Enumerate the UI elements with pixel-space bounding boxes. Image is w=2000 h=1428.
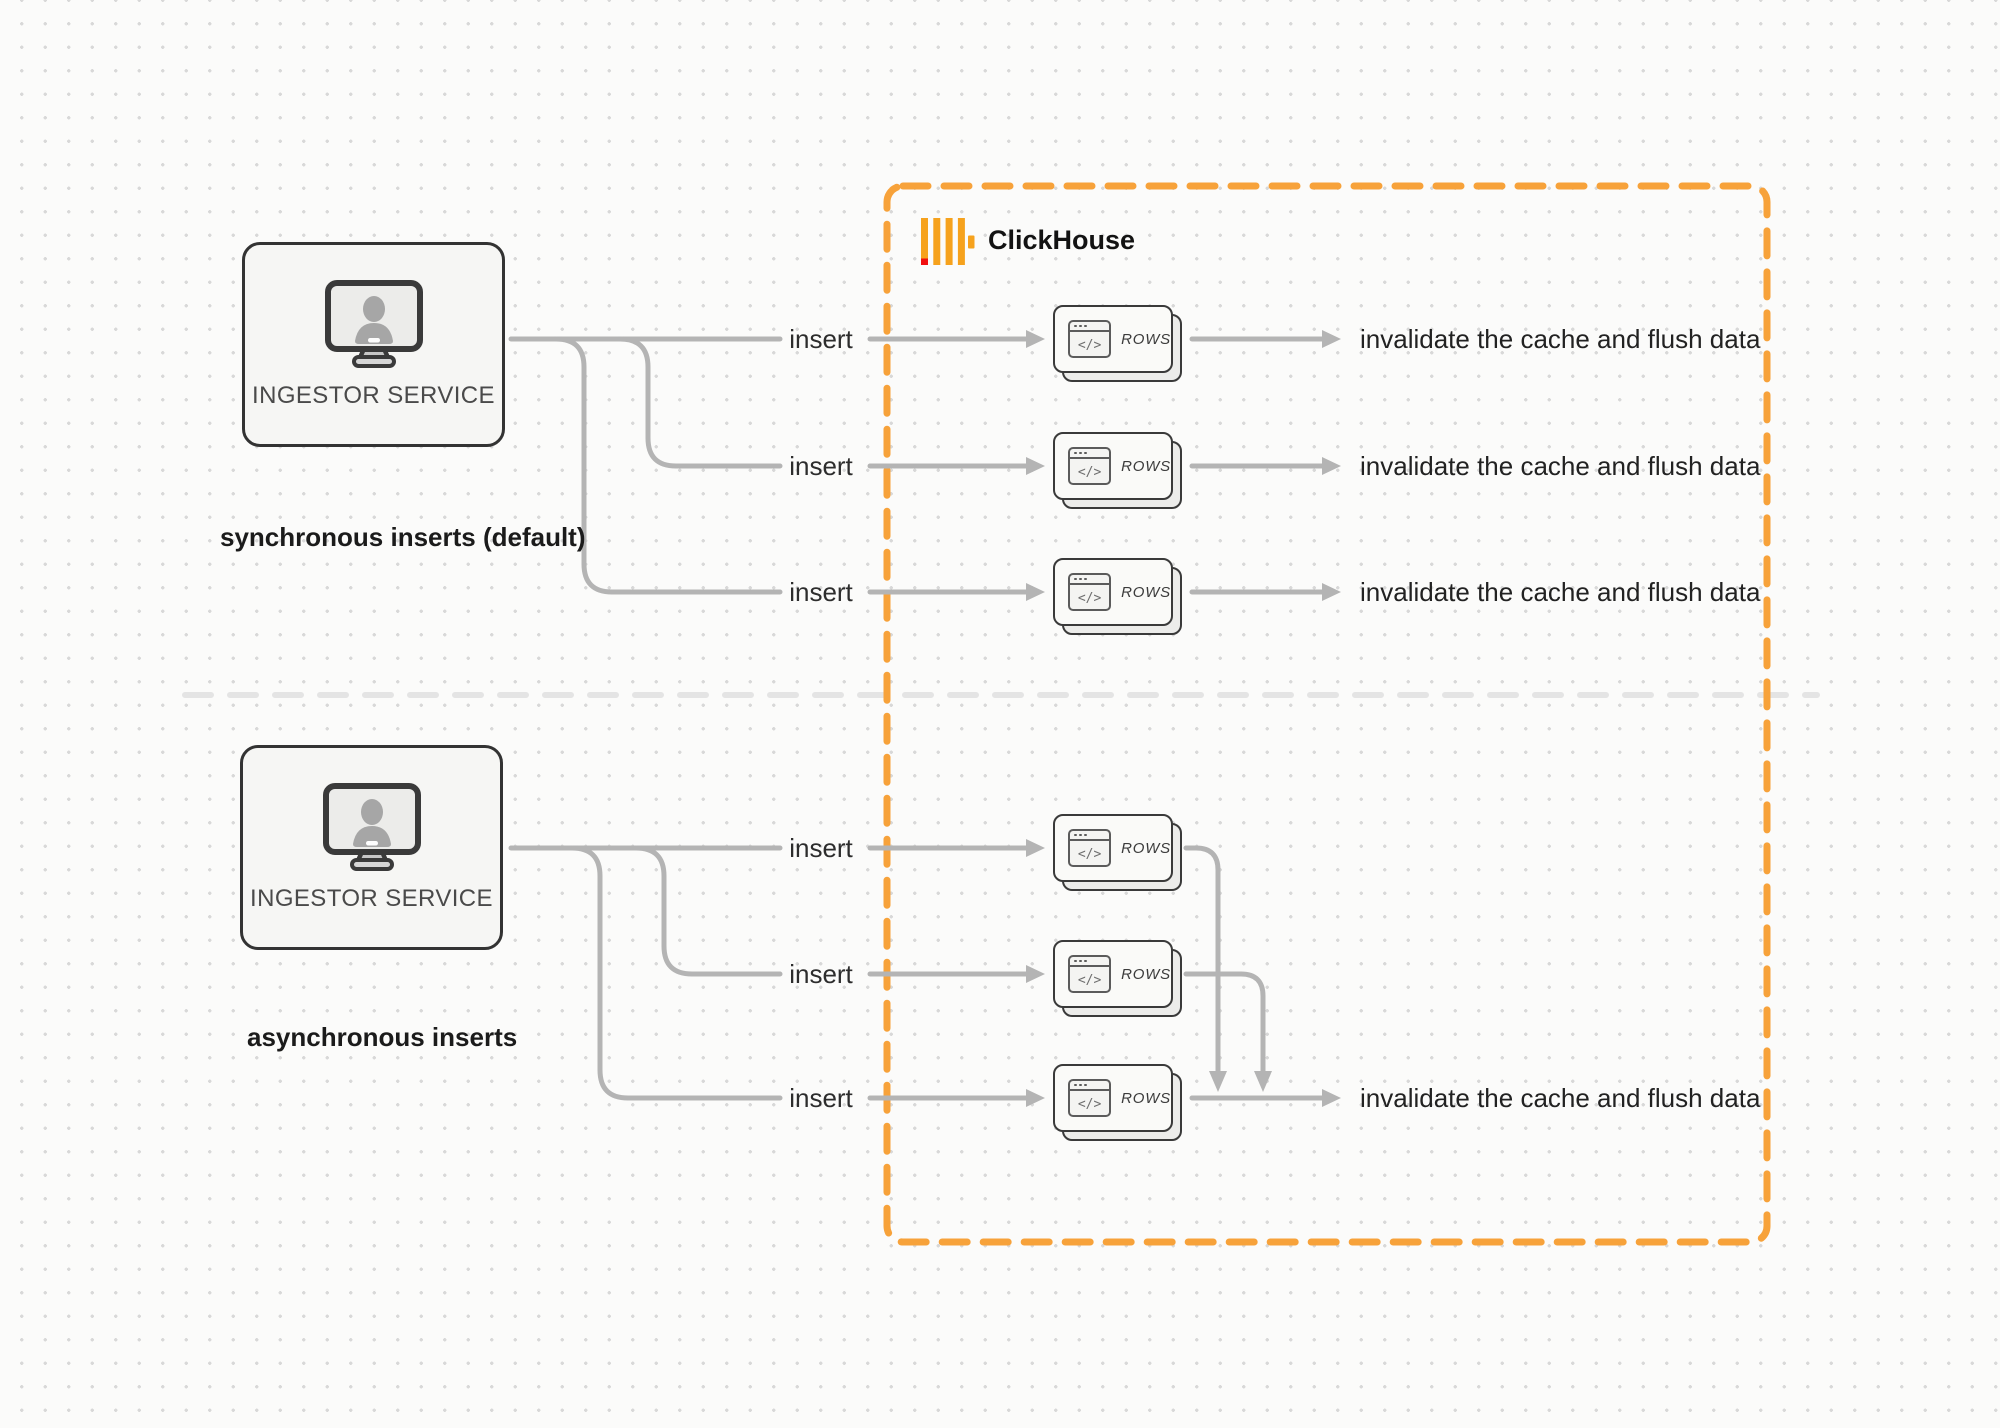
arrowhead-icon: [1026, 965, 1045, 983]
async-merge-line-2: [1183, 971, 1266, 1075]
sync-branch-row2: [617, 336, 783, 469]
insert-label: insert: [789, 451, 853, 481]
arrowhead-icon: [1026, 1089, 1045, 1107]
sync-branch-row3: [553, 336, 783, 595]
monitor-user-icon: [324, 279, 423, 368]
arrowhead-icon: [1026, 583, 1045, 601]
rows-card-label: ROWS: [1121, 965, 1171, 983]
arrowhead-icon: [1322, 457, 1341, 475]
browser-code-window-icon: </>: [1068, 1079, 1112, 1117]
rows-card: </> ROWS: [1053, 940, 1182, 1017]
clickhouse-label: ClickHouse: [988, 225, 1136, 255]
async-branch-row3: [569, 845, 783, 1101]
ingestor-service-box-async: INGESTOR SERVICE: [240, 745, 503, 950]
result-label: invalidate the cache and flush data: [1360, 451, 1761, 481]
browser-code-window-icon: </>: [1068, 320, 1112, 358]
arrowhead-icon: [1322, 583, 1341, 601]
service-label: INGESTOR SERVICE: [250, 884, 493, 912]
browser-code-window-icon: </>: [1068, 955, 1112, 993]
result-label: invalidate the cache and flush data: [1360, 1083, 1761, 1113]
insert-label: insert: [789, 833, 853, 863]
insert-label: insert: [789, 1083, 853, 1113]
clickhouse-bars-icon: [921, 218, 975, 266]
arrowhead-down-icon: [1254, 1071, 1272, 1092]
browser-code-window-icon: </>: [1068, 573, 1112, 611]
service-label: INGESTOR SERVICE: [252, 381, 495, 409]
rows-card: </> ROWS: [1053, 432, 1182, 509]
ingestor-service-box-sync: INGESTOR SERVICE: [242, 242, 505, 447]
rows-card: </> ROWS: [1053, 1064, 1182, 1141]
rows-card-label: ROWS: [1121, 839, 1171, 857]
arrowhead-icon: [1026, 330, 1045, 348]
result-label: invalidate the cache and flush data: [1360, 577, 1761, 607]
arrowhead-icon: [1322, 1089, 1341, 1107]
result-label: invalidate the cache and flush data: [1360, 324, 1761, 354]
rows-card: </> ROWS: [1053, 558, 1182, 635]
caption-sync: synchronous inserts (default): [220, 522, 586, 552]
rows-card-label: ROWS: [1121, 330, 1171, 348]
rows-card: </> ROWS: [1053, 305, 1182, 382]
arrowhead-icon: [1322, 330, 1341, 348]
rows-card-label: ROWS: [1121, 583, 1171, 601]
rows-card: </> ROWS: [1053, 814, 1182, 891]
clickhouse-container-border: [883, 182, 1771, 1246]
browser-code-window-icon: </>: [1068, 447, 1112, 485]
arrowhead-icon: [1026, 839, 1045, 857]
insert-label: insert: [789, 577, 853, 607]
monitor-user-icon: [322, 782, 421, 871]
rows-card-label: ROWS: [1121, 1089, 1171, 1107]
arrowhead-down-icon: [1209, 1071, 1227, 1092]
async-branch-row2: [633, 845, 783, 977]
browser-code-window-icon: </>: [1068, 829, 1112, 867]
arrowhead-icon: [1026, 457, 1045, 475]
insert-label: insert: [789, 324, 853, 354]
caption-async: asynchronous inserts: [247, 1022, 518, 1052]
insert-label: insert: [789, 959, 853, 989]
rows-card-label: ROWS: [1121, 457, 1171, 475]
async-merge-line-1: [1183, 845, 1221, 1075]
